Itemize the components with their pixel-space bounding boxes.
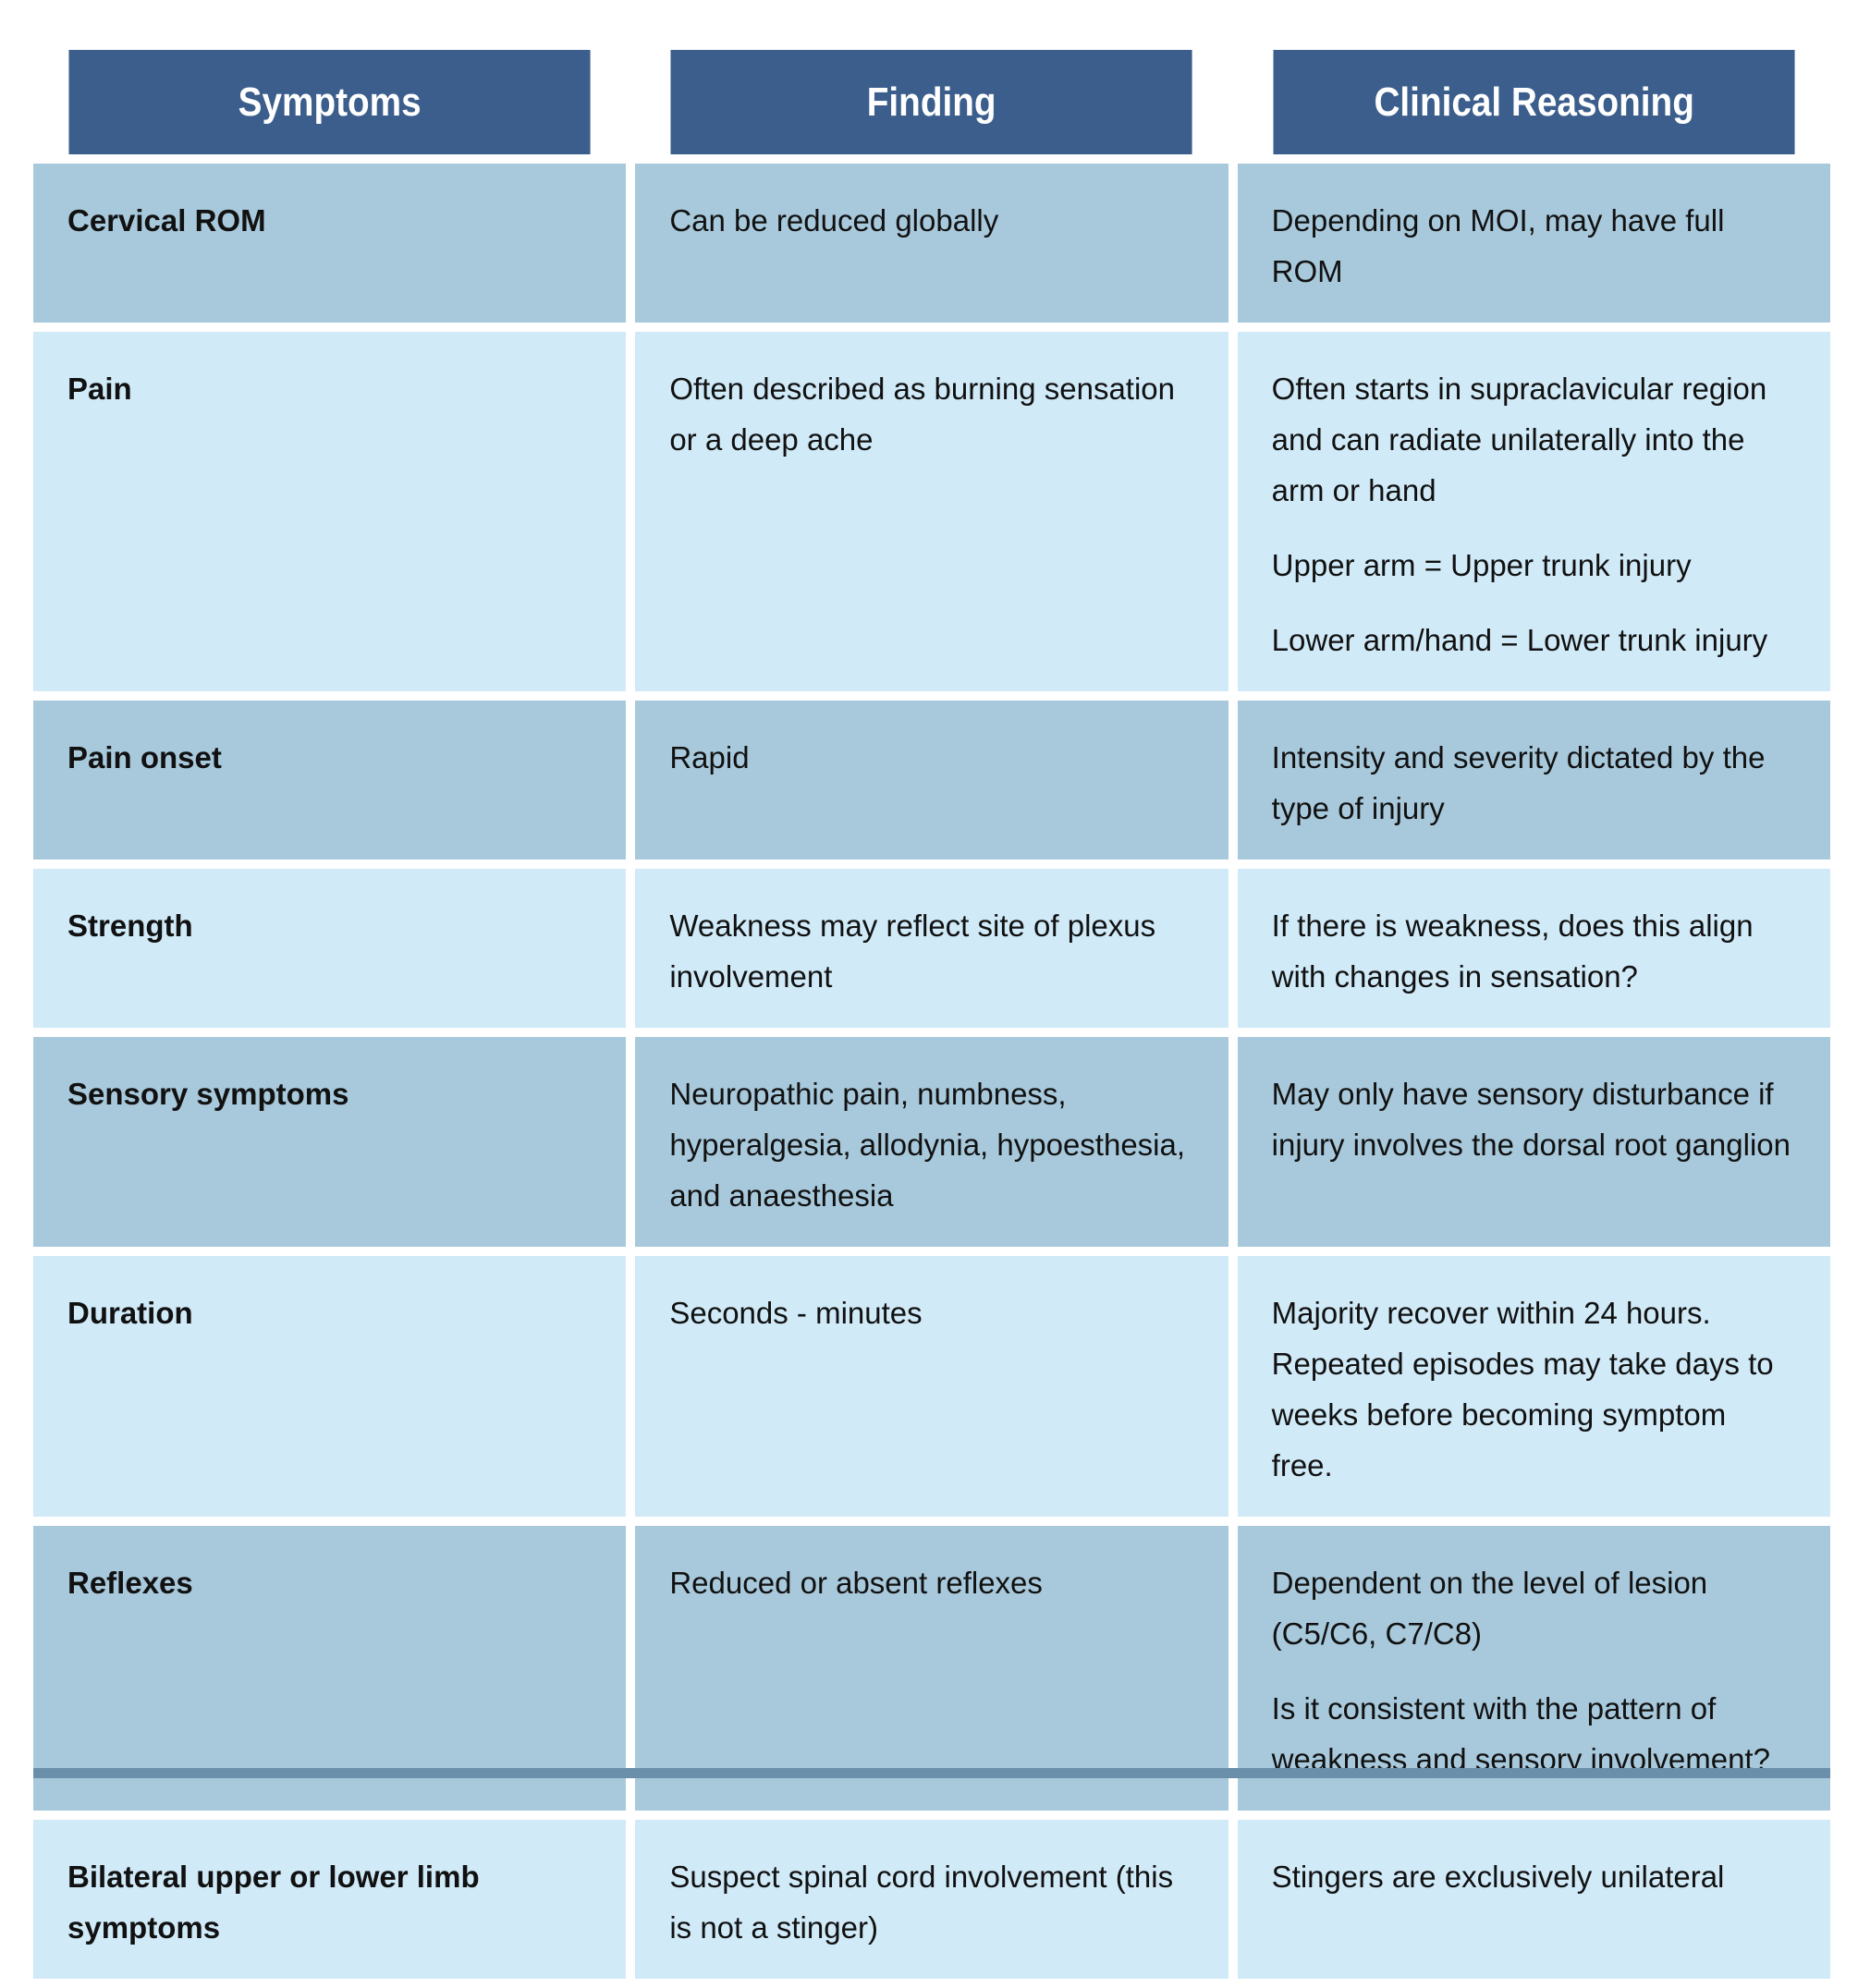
stinger-symptoms-table: Symptoms Finding Clinical Reasoning Cerv… <box>24 41 1840 1988</box>
finding-cell: Rapid <box>635 701 1228 860</box>
reasoning-cell: If there is weakness, does this align wi… <box>1237 869 1830 1028</box>
reasoning-text: Dependent on the level of lesion (C5/C6,… <box>1271 1566 1708 1651</box>
header-clinical-reasoning: Clinical Reasoning <box>1273 50 1795 154</box>
symptom-label: Duration <box>67 1296 193 1330</box>
finding-cell: Can be reduced globally <box>635 164 1228 323</box>
symptom-cell: Cervical ROM <box>33 164 627 323</box>
symptom-cell: Strength <box>33 869 627 1028</box>
finding-cell: Seconds - minutes <box>635 1256 1228 1517</box>
reasoning-cell: Depending on MOI, may have full ROM <box>1237 164 1830 323</box>
reasoning-cell: May only have sensory disturbance if inj… <box>1237 1037 1830 1247</box>
reasoning-text: Majority recover within 24 hours. Repeat… <box>1271 1296 1774 1482</box>
reasoning-text: Lower arm/hand = Lower trunk injury <box>1271 623 1768 657</box>
symptom-cell: Pain <box>33 332 627 691</box>
table-row: Bilateral upper or lower limb symptoms Su… <box>33 1820 1830 1979</box>
symptom-label: Pain onset <box>67 740 222 774</box>
symptom-cell: Bilateral upper or lower limb symptoms <box>33 1820 627 1979</box>
table-row: Pain onset Rapid Intensity and severity di… <box>33 701 1830 860</box>
reasoning-cell: Dependent on the level of lesion (C5/C6,… <box>1237 1526 1830 1811</box>
reasoning-text: Depending on MOI, may have full ROM <box>1271 203 1725 288</box>
finding-cell: Often described as burning sensation or … <box>635 332 1228 691</box>
finding-text: Neuropathic pain, numbness, hyperalgesia… <box>669 1077 1186 1213</box>
finding-text: Reduced or absent reflexes <box>669 1566 1043 1600</box>
symptom-cell: Sensory symptoms <box>33 1037 627 1247</box>
reasoning-cell: Intensity and severity dictated by the t… <box>1237 701 1830 860</box>
table-row: Pain Often described as burning sensation… <box>33 332 1830 691</box>
reasoning-text: Often starts in supraclavicular region a… <box>1271 372 1767 507</box>
finding-text: Weakness may reflect site of plexus invo… <box>669 909 1156 994</box>
finding-text: Often described as burning sensation or … <box>669 372 1176 457</box>
symptom-label: Bilateral upper or lower limb symptoms <box>67 1860 480 1945</box>
finding-cell: Reduced or absent reflexes <box>635 1526 1228 1811</box>
symptom-cell: Pain onset <box>33 701 627 860</box>
reasoning-text: May only have sensory disturbance if inj… <box>1271 1077 1791 1162</box>
reasoning-text: Intensity and severity dictated by the t… <box>1271 740 1766 825</box>
finding-text: Suspect spinal cord involvement (this is… <box>669 1860 1174 1945</box>
reasoning-text: Stingers are exclusively unilateral <box>1271 1860 1725 1894</box>
reasoning-cell: Often starts in supraclavicular region a… <box>1237 332 1830 691</box>
table-row: Sensory symptoms Neuropathic pain, numbne… <box>33 1037 1830 1247</box>
symptom-label: Pain <box>67 372 132 406</box>
finding-cell: Weakness may reflect site of plexus invo… <box>635 869 1228 1028</box>
table-header-row: Symptoms Finding Clinical Reasoning <box>33 50 1830 154</box>
reasoning-cell: Stingers are exclusively unilateral <box>1237 1820 1830 1979</box>
symptom-label: Sensory symptoms <box>67 1077 349 1111</box>
finding-text: Seconds - minutes <box>669 1296 923 1330</box>
finding-cell: Neuropathic pain, numbness, hyperalgesia… <box>635 1037 1228 1247</box>
table-row: Reflexes Reduced or absent reflexes Depend… <box>33 1526 1830 1811</box>
reasoning-cell: Majority recover within 24 hours. Repeat… <box>1237 1256 1830 1517</box>
finding-text: Can be reduced globally <box>669 203 999 238</box>
header-finding: Finding <box>670 50 1193 154</box>
symptom-label: Strength <box>67 909 193 943</box>
symptom-cell: Duration <box>33 1256 627 1517</box>
finding-cell: Suspect spinal cord involvement (this is… <box>635 1820 1228 1979</box>
header-symptoms: Symptoms <box>68 50 591 154</box>
symptom-label: Reflexes <box>67 1566 193 1600</box>
finding-text: Rapid <box>669 740 750 774</box>
table-row: Strength Weakness may reflect site of ple… <box>33 869 1830 1028</box>
symptom-cell: Reflexes <box>33 1526 627 1811</box>
table-bottom-bar <box>33 1768 1830 1778</box>
reasoning-text: Upper arm = Upper trunk injury <box>1271 548 1692 582</box>
reasoning-text: If there is weakness, does this align wi… <box>1271 909 1754 994</box>
symptom-label: Cervical ROM <box>67 203 266 238</box>
table-row: Cervical ROM Can be reduced globally Depen… <box>33 164 1830 323</box>
table-row: Duration Seconds - minutes Majority recove… <box>33 1256 1830 1517</box>
clinical-table-container: Symptoms Finding Clinical Reasoning Cerv… <box>33 50 1830 1979</box>
